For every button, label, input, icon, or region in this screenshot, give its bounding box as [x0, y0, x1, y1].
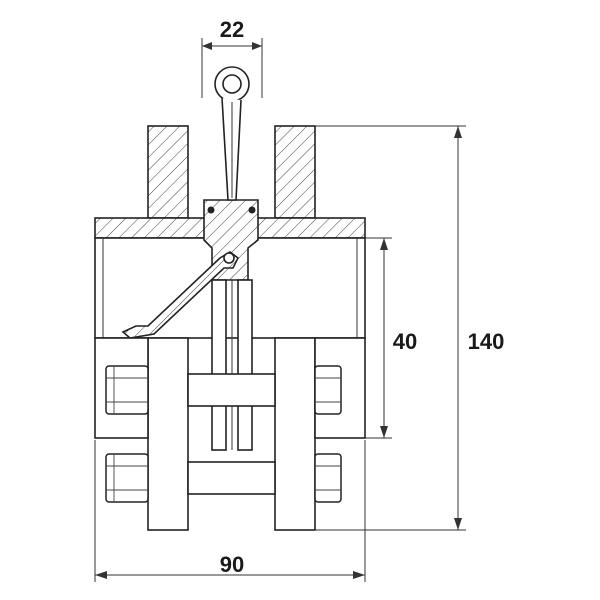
- tie-bar-lower: [187, 461, 276, 495]
- upper-right-block: [274, 125, 316, 219]
- dimension-40: 40: [365, 237, 417, 439]
- dimension-140: 140: [315, 125, 505, 531]
- tie-bar-upper: [187, 373, 276, 407]
- dimension-40-label: 40: [393, 329, 417, 354]
- eye-loop-inner: [222, 74, 242, 94]
- dimension-22-label: 22: [220, 17, 244, 42]
- hex-nut-upper-left: [105, 365, 149, 415]
- left-flange: [147, 337, 189, 531]
- upper-left-block: [147, 125, 189, 219]
- hex-nut-lower-left: [105, 453, 149, 503]
- dimension-90-label: 90: [220, 552, 244, 577]
- seal-right: [248, 206, 256, 214]
- latch-lever: [121, 251, 240, 339]
- right-flange: [274, 337, 316, 531]
- seal-left: [207, 206, 215, 214]
- central-column-right: [237, 279, 253, 451]
- dimension-22: 22: [201, 17, 263, 98]
- dimension-140-label: 140: [468, 329, 505, 354]
- hex-nut-upper-right: [314, 365, 342, 415]
- central-column-left: [211, 279, 227, 451]
- dimension-90: 90: [94, 440, 366, 582]
- latch-pivot: [223, 252, 235, 264]
- hex-nut-lower-right: [314, 453, 342, 503]
